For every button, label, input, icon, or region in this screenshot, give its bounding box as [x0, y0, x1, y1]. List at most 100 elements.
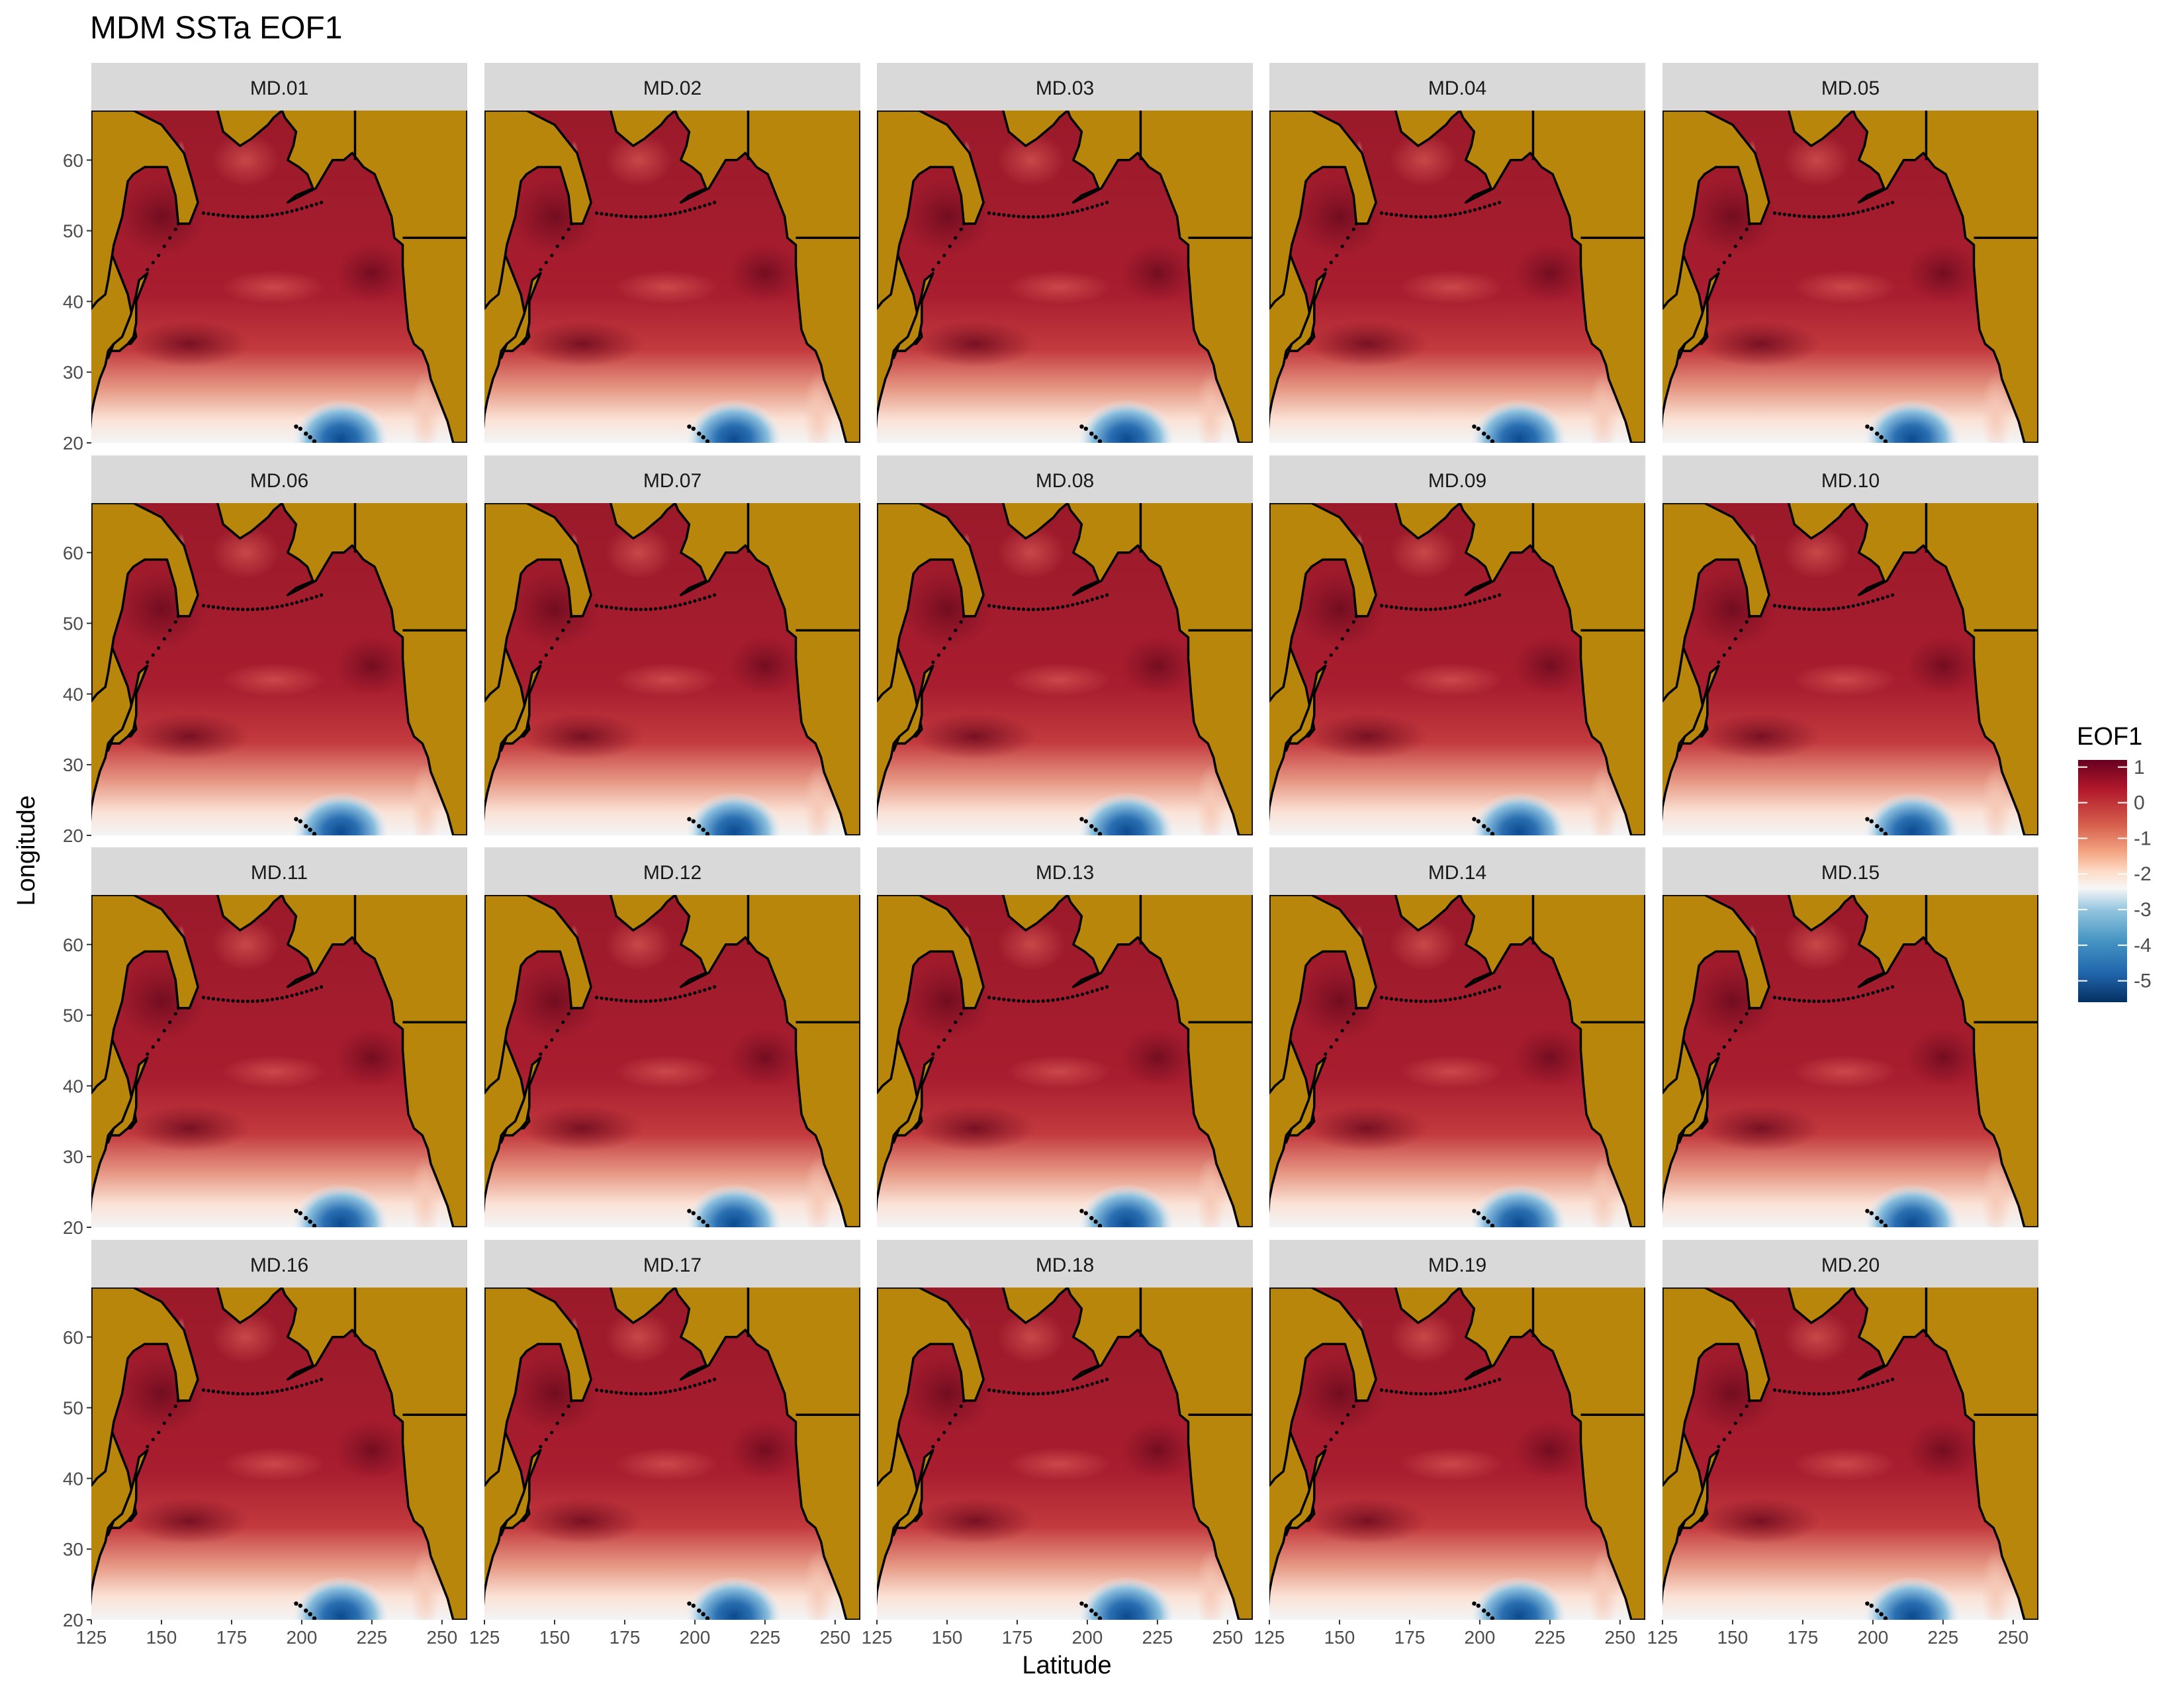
- facet-strip: [484, 63, 860, 111]
- x-tick-label: 150: [1717, 1627, 1749, 1648]
- land-japan: [1678, 664, 1720, 752]
- legend-title: EOF1: [2077, 723, 2142, 751]
- x-tick-label: 150: [1324, 1627, 1355, 1648]
- land-siberia: [91, 503, 199, 702]
- land-japan: [500, 1448, 542, 1536]
- facet-strip-label: MD.13: [1036, 862, 1094, 884]
- land-chukotka: [1787, 895, 1854, 932]
- x-tick-label: 225: [357, 1627, 388, 1648]
- x-tick-label: 175: [1394, 1627, 1426, 1648]
- land-chukotka: [609, 111, 676, 148]
- y-tick-label: 50: [63, 1006, 83, 1026]
- facet-strip: [484, 847, 860, 895]
- facet-strip: [484, 455, 860, 503]
- facet-strip-label: MD.15: [1821, 862, 1880, 884]
- land-north-america: [1459, 503, 1645, 835]
- facet-strip: [91, 847, 467, 895]
- negative-anomaly: [1863, 1184, 1962, 1227]
- facet-panel: MD.05: [1662, 63, 2038, 443]
- y-tick-label: 20: [63, 1610, 83, 1630]
- land-chukotka: [216, 111, 283, 148]
- facet-strip: [91, 63, 467, 111]
- y-tick-label: 30: [63, 755, 83, 775]
- land-japan: [892, 1448, 934, 1536]
- negative-anomaly: [1863, 1576, 1962, 1620]
- land-siberia: [1269, 503, 1377, 702]
- land-siberia: [877, 503, 985, 702]
- x-tick-label: 250: [1212, 1627, 1243, 1648]
- land-north-america: [1459, 895, 1645, 1227]
- land-chukotka: [1394, 1288, 1461, 1325]
- facet-strip-label: MD.07: [643, 470, 702, 492]
- facet-panel: MD.15: [1662, 847, 2038, 1227]
- facet-panel: MD.07: [484, 455, 860, 835]
- land-north-america: [1066, 111, 1253, 443]
- facet-panel: MD.17: [484, 1240, 860, 1620]
- land-north-america: [1066, 503, 1253, 835]
- land-chukotka: [1001, 1288, 1069, 1325]
- land-siberia: [484, 1288, 592, 1487]
- facet-strip: [91, 1240, 467, 1288]
- negative-anomaly: [292, 1184, 390, 1227]
- negative-anomaly: [1470, 399, 1569, 443]
- y-tick-label: 20: [63, 825, 83, 846]
- y-tick-label: 20: [63, 1217, 83, 1238]
- facet-strip-label: MD.09: [1428, 470, 1486, 492]
- x-tick-label: 200: [1465, 1627, 1496, 1648]
- facet-panel: MD.19: [1269, 1240, 1645, 1620]
- land-chukotka: [1001, 111, 1069, 148]
- x-tick-label: 200: [287, 1627, 318, 1648]
- x-tick-label: 250: [1604, 1627, 1635, 1648]
- legend-tick-label: 1: [2134, 757, 2145, 778]
- land-north-america: [281, 1288, 467, 1620]
- land-north-america: [674, 503, 860, 835]
- negative-anomaly: [1077, 1576, 1176, 1620]
- facet-strip-label: MD.18: [1036, 1254, 1094, 1276]
- facet-panel: MD.13: [877, 847, 1253, 1227]
- land-north-america: [674, 1288, 860, 1620]
- land-north-america: [281, 895, 467, 1227]
- land-chukotka: [1394, 503, 1461, 540]
- legend-tick-label: -1: [2134, 827, 2152, 849]
- land-siberia: [484, 503, 592, 702]
- x-tick-label: 200: [680, 1627, 711, 1648]
- negative-anomaly: [685, 792, 784, 835]
- facet-strip: [484, 1240, 860, 1288]
- legend-tick-label: -2: [2134, 863, 2152, 885]
- x-tick-label: 150: [146, 1627, 177, 1648]
- land-north-america: [281, 503, 467, 835]
- facet-strip: [1269, 63, 1645, 111]
- facet-panel: MD.09: [1269, 455, 1645, 835]
- y-tick-label: 40: [63, 1468, 83, 1489]
- facet-strip: [877, 847, 1253, 895]
- facet-strip: [1662, 1240, 2038, 1288]
- legend-colorbar: [2078, 760, 2127, 1002]
- y-tick-label: 60: [63, 150, 83, 171]
- y-tick-label: 40: [63, 1076, 83, 1096]
- x-tick-label: 125: [469, 1627, 500, 1648]
- negative-anomaly: [1863, 399, 1962, 443]
- land-japan: [1285, 271, 1327, 359]
- y-tick-label: 30: [63, 1147, 83, 1167]
- legend-tick-label: -4: [2134, 935, 2152, 957]
- land-north-america: [1852, 895, 2038, 1227]
- land-siberia: [91, 111, 199, 310]
- land-north-america: [1852, 1288, 2038, 1620]
- land-chukotka: [1001, 895, 1069, 932]
- facet-strip-label: MD.12: [643, 862, 702, 884]
- y-tick-label: 50: [63, 221, 83, 242]
- facet-strip: [877, 1240, 1253, 1288]
- negative-anomaly: [685, 1184, 784, 1227]
- land-japan: [107, 1056, 149, 1144]
- facet-strip: [1662, 847, 2038, 895]
- negative-anomaly: [292, 1576, 390, 1620]
- land-north-america: [674, 111, 860, 443]
- y-tick-label: 60: [63, 543, 83, 563]
- negative-anomaly: [292, 792, 390, 835]
- legend-tick-label: -3: [2134, 899, 2152, 921]
- land-siberia: [1662, 895, 1770, 1094]
- facet-strip-label: MD.14: [1428, 862, 1486, 884]
- x-tick-label: 150: [539, 1627, 570, 1648]
